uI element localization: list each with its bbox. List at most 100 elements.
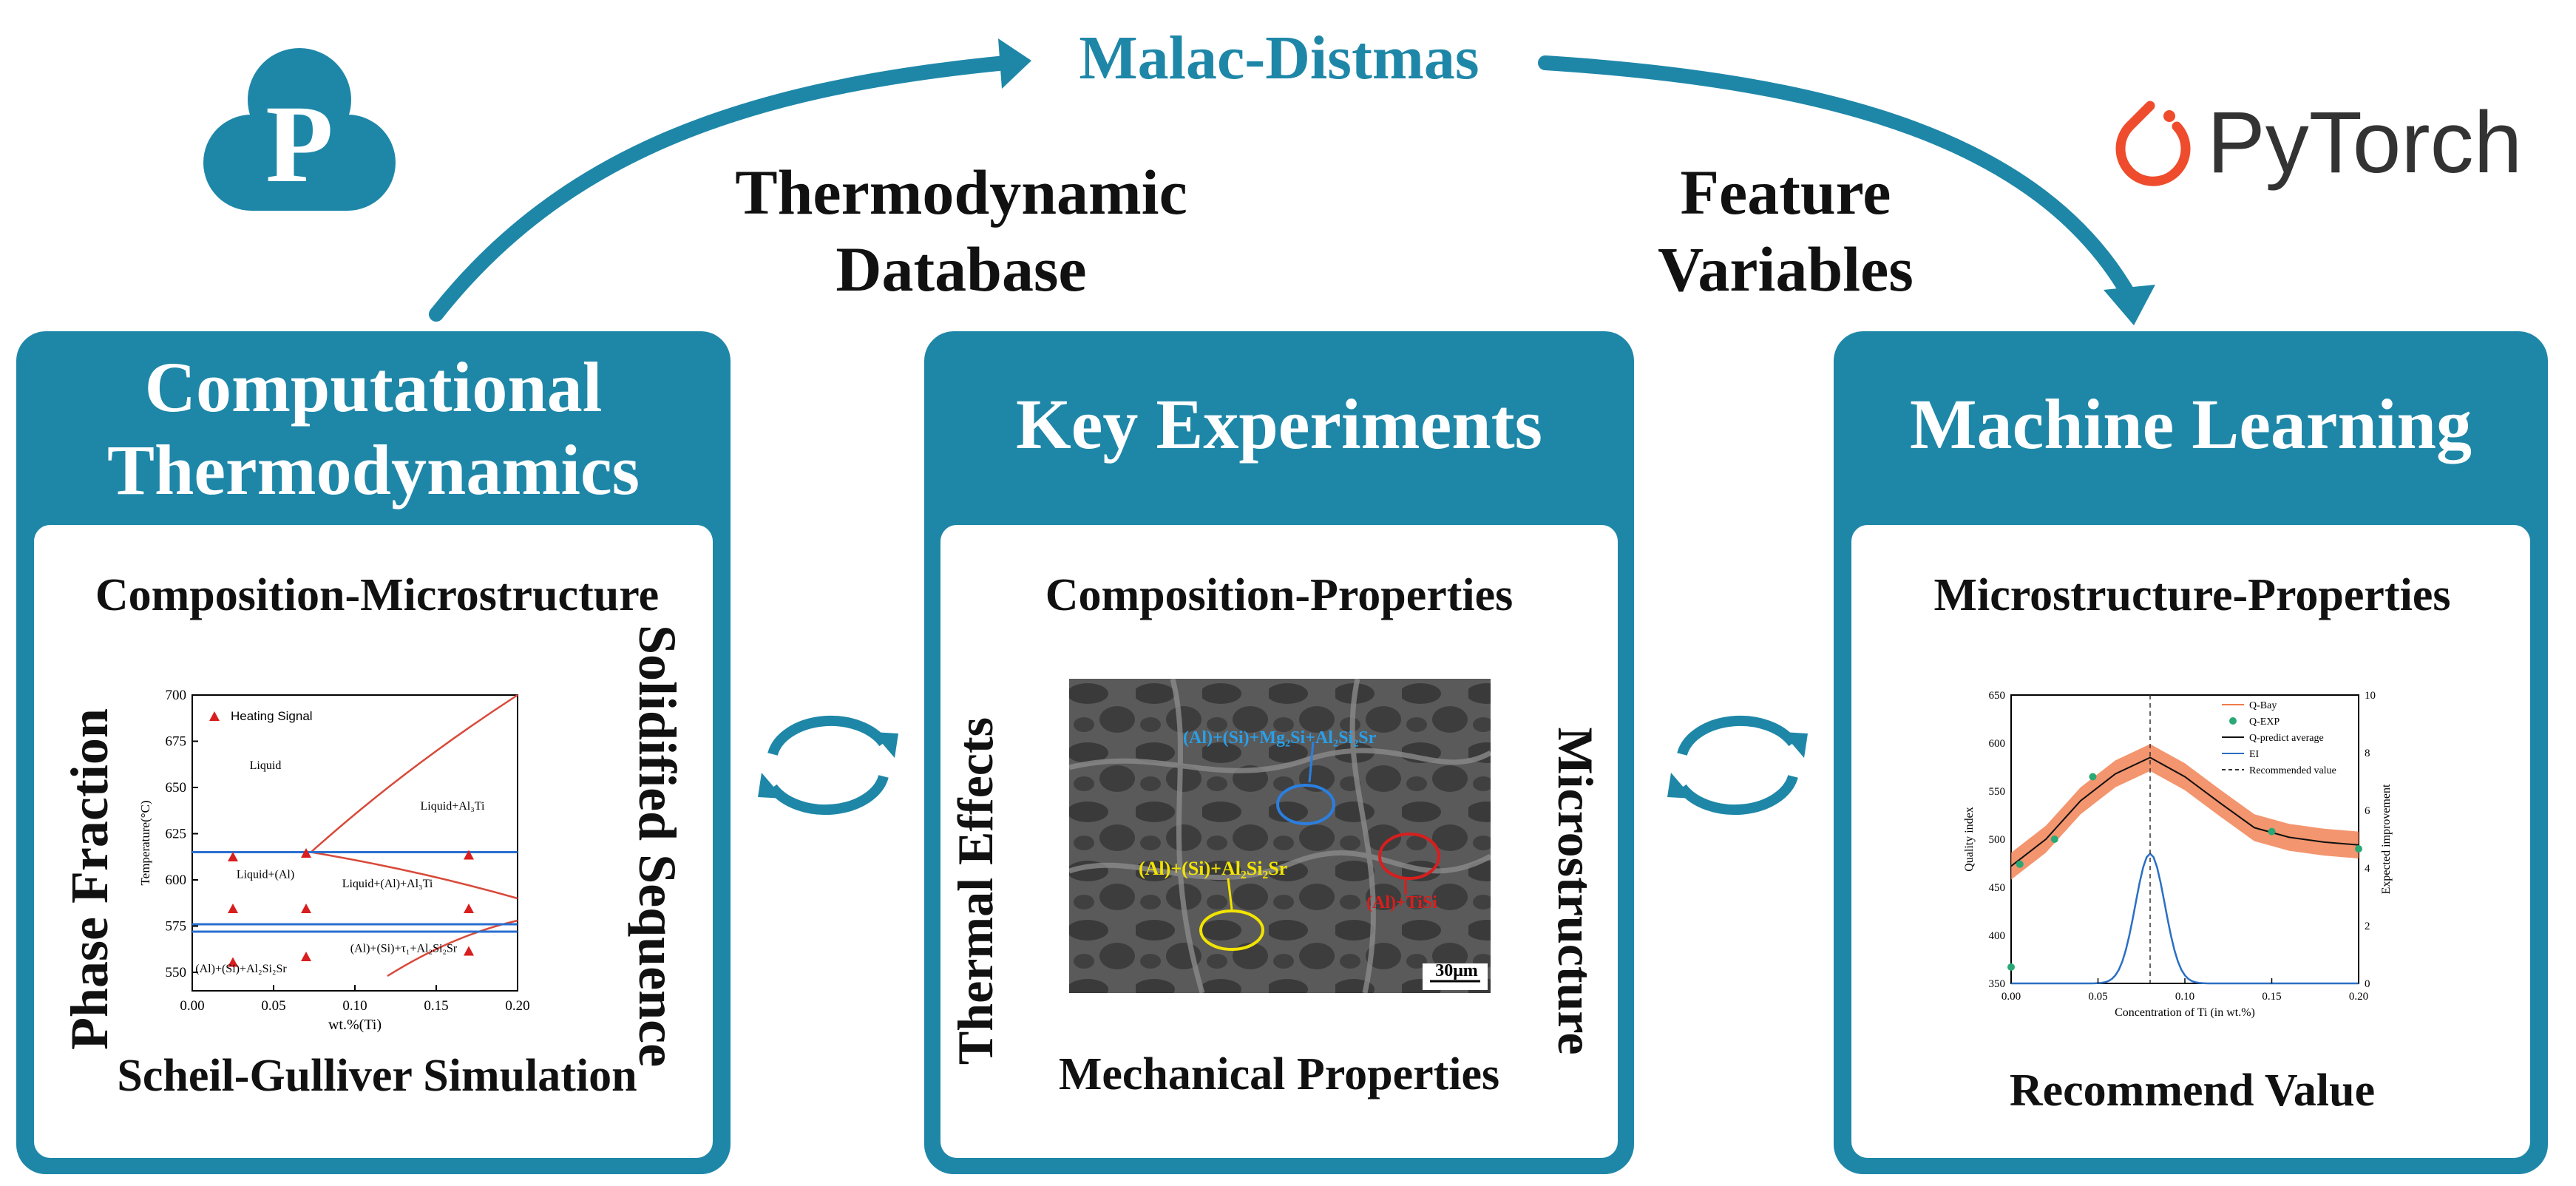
pd-heating-signal-point	[464, 904, 474, 913]
ml-ytick-left-label: 600	[1989, 738, 2006, 750]
pd-heating-signal-point	[301, 952, 311, 961]
pd-xtick-label: 0.00	[180, 998, 204, 1014]
ml-exp-point	[2089, 773, 2097, 781]
cycle-arrows-icon-right	[1667, 715, 1808, 816]
pd-heating-signal-point	[301, 904, 311, 913]
pd-liquidus-curve	[310, 694, 518, 853]
pd-region-label: (Al)+(Si)+τ₁+Al₂Si₂Sr	[350, 943, 458, 955]
pd-ytick-label: 700	[166, 688, 187, 703]
recommend-value-label: Recommend Value	[2009, 1065, 2376, 1116]
right-flow-arrow	[1538, 55, 2137, 303]
phase-fraction-label: Phase Fraction	[60, 708, 119, 1050]
micrograph-circle-blue	[1276, 784, 1335, 825]
pd-heating-signal-point	[464, 850, 474, 860]
pd-ytick-label: 650	[166, 780, 187, 796]
ml-xtick-label: 0.15	[2262, 991, 2281, 1003]
pd-heating-signal-point	[228, 957, 238, 967]
thermo-panel-title: Computational Thermodynamics	[16, 346, 731, 512]
pd-xlabel: wt.%(Ti)	[328, 1017, 382, 1033]
experiments-panel-title: Key Experiments	[1016, 384, 1542, 464]
pd-legend-marker	[209, 711, 220, 721]
ml-ytick-left-label: 650	[1989, 690, 2006, 702]
ml-legend-label: EI	[2249, 749, 2260, 760]
micrograph-label-top: (Al)+(Si)+Mg₂Si+Al₂Si₂Sr	[1183, 728, 1377, 748]
pd-xtick-label: 0.05	[261, 998, 285, 1014]
ml-ytick-right-label: 10	[2365, 690, 2376, 702]
pd-xtick-label: 0.20	[505, 998, 529, 1014]
ml-ytick-left-label: 450	[1989, 882, 2006, 894]
center-title: Malac-Distmas	[1079, 24, 1479, 92]
composition-properties-label: Composition-Properties	[1045, 570, 1514, 620]
pd-heating-signal-point	[464, 946, 474, 956]
top-flow-arrows	[429, 38, 2155, 325]
right-flow-arrowhead	[2104, 285, 2155, 325]
ml-ytick-right-label: 2	[2365, 921, 2370, 932]
feature-variables-label: Feature Variables	[1612, 154, 1959, 308]
thermal-effects-label: Thermal Effects	[947, 716, 1003, 1065]
solidified-sequence-label: Solidified Sequence	[628, 625, 687, 1068]
pd-ytick-label: 600	[166, 872, 187, 888]
svg-text:P: P	[265, 83, 333, 206]
ml-xtick-label: 0.05	[2088, 991, 2107, 1003]
p-cloud-logo: P	[203, 48, 396, 211]
pd-region-label: Liquid	[250, 759, 282, 772]
ml-xlabel: Concentration of Ti (in wt.%)	[2115, 1006, 2255, 1019]
ml-exp-point	[2050, 836, 2058, 843]
ml-ylabel-right: Expected improvement	[2380, 784, 2393, 894]
pd-ylabel: Temperature(°C)	[138, 800, 152, 885]
panel-computational-thermodynamics: Computational Thermodynamics	[16, 331, 731, 1174]
micrograph-scale-bar: 30μm	[1435, 961, 1478, 980]
feature-variables-line1: Feature	[1680, 157, 1891, 228]
thermo-database-label: Thermodynamic Database	[651, 154, 1272, 308]
composition-microstructure-label: Composition-Microstructure	[95, 570, 660, 620]
ml-ytick-right-label: 4	[2365, 863, 2370, 875]
ml-xtick-label: 0.00	[2002, 991, 2021, 1003]
ml-ytick-left-label: 400	[1989, 930, 2006, 942]
pd-region-label: Liquid+(Al)+Al₃Ti	[342, 878, 433, 890]
pd-heating-signal-point	[228, 852, 238, 861]
feature-variables-line2: Variables	[1658, 234, 1914, 305]
ml-legend-marker	[2229, 717, 2237, 725]
micrograph-circle-yellow	[1199, 909, 1264, 951]
pd-xtick-label: 0.15	[424, 998, 448, 1014]
pd-legend-label: Heating Signal	[231, 709, 313, 723]
ml-exp-point	[2355, 845, 2362, 853]
left-flow-arrow	[429, 55, 1013, 322]
pd-region-label: Liquid+Al₃Ti	[421, 800, 485, 813]
scheil-gulliver-label: Scheil-Gulliver Simulation	[117, 1051, 637, 1101]
mechanical-properties-label: Mechanical Properties	[1058, 1049, 1500, 1099]
ml-exp-point	[2268, 827, 2276, 836]
ml-legend-label: Q-predict average	[2249, 733, 2324, 744]
ml-ytick-left-label: 550	[1989, 786, 2006, 798]
thermo-panel-body	[34, 525, 713, 1158]
panel-machine-learning: Machine Learning	[1834, 331, 2548, 1174]
pd-ytick-label: 625	[166, 827, 187, 842]
ml-exp-point	[2007, 963, 2015, 971]
thermo-title-line1: Computational	[144, 348, 603, 427]
ml-ytick-left-label: 350	[1989, 978, 2006, 990]
pd-ytick-label: 550	[166, 965, 187, 980]
pd-region-label: Liquid+(Al)	[237, 869, 294, 881]
pd-xtick-label: 0.10	[342, 998, 367, 1014]
left-flow-arrowhead	[998, 38, 1031, 89]
micrograph-label-right: (Al)+TiSi	[1366, 893, 1437, 912]
cycle-arrows-icon-left	[758, 715, 898, 816]
ml-ytick-right-label: 0	[2365, 978, 2370, 990]
pd-heating-signal-point	[228, 904, 238, 913]
thermo-database-line1: Thermodynamic	[735, 157, 1187, 228]
ml-legend-label: Q-Bay	[2249, 700, 2277, 711]
ml-xtick-label: 0.10	[2175, 991, 2194, 1003]
ml-exp-point	[2016, 860, 2024, 868]
pytorch-logo-text: PyTorch	[2207, 94, 2523, 192]
ml-xtick-label: 0.20	[2349, 991, 2368, 1003]
thermo-title-line2: Thermodynamics	[107, 430, 640, 509]
micrograph-circle-red	[1378, 833, 1440, 880]
ml-avg-line	[2010, 756, 2359, 867]
ml-legend-label: Recommended value	[2249, 765, 2336, 776]
sem-micrograph	[1069, 679, 1491, 993]
pd-boundary-curve-1	[311, 851, 518, 900]
ml-ytick-right-label: 6	[2365, 805, 2370, 817]
pytorch-logo-icon	[2115, 101, 2191, 186]
